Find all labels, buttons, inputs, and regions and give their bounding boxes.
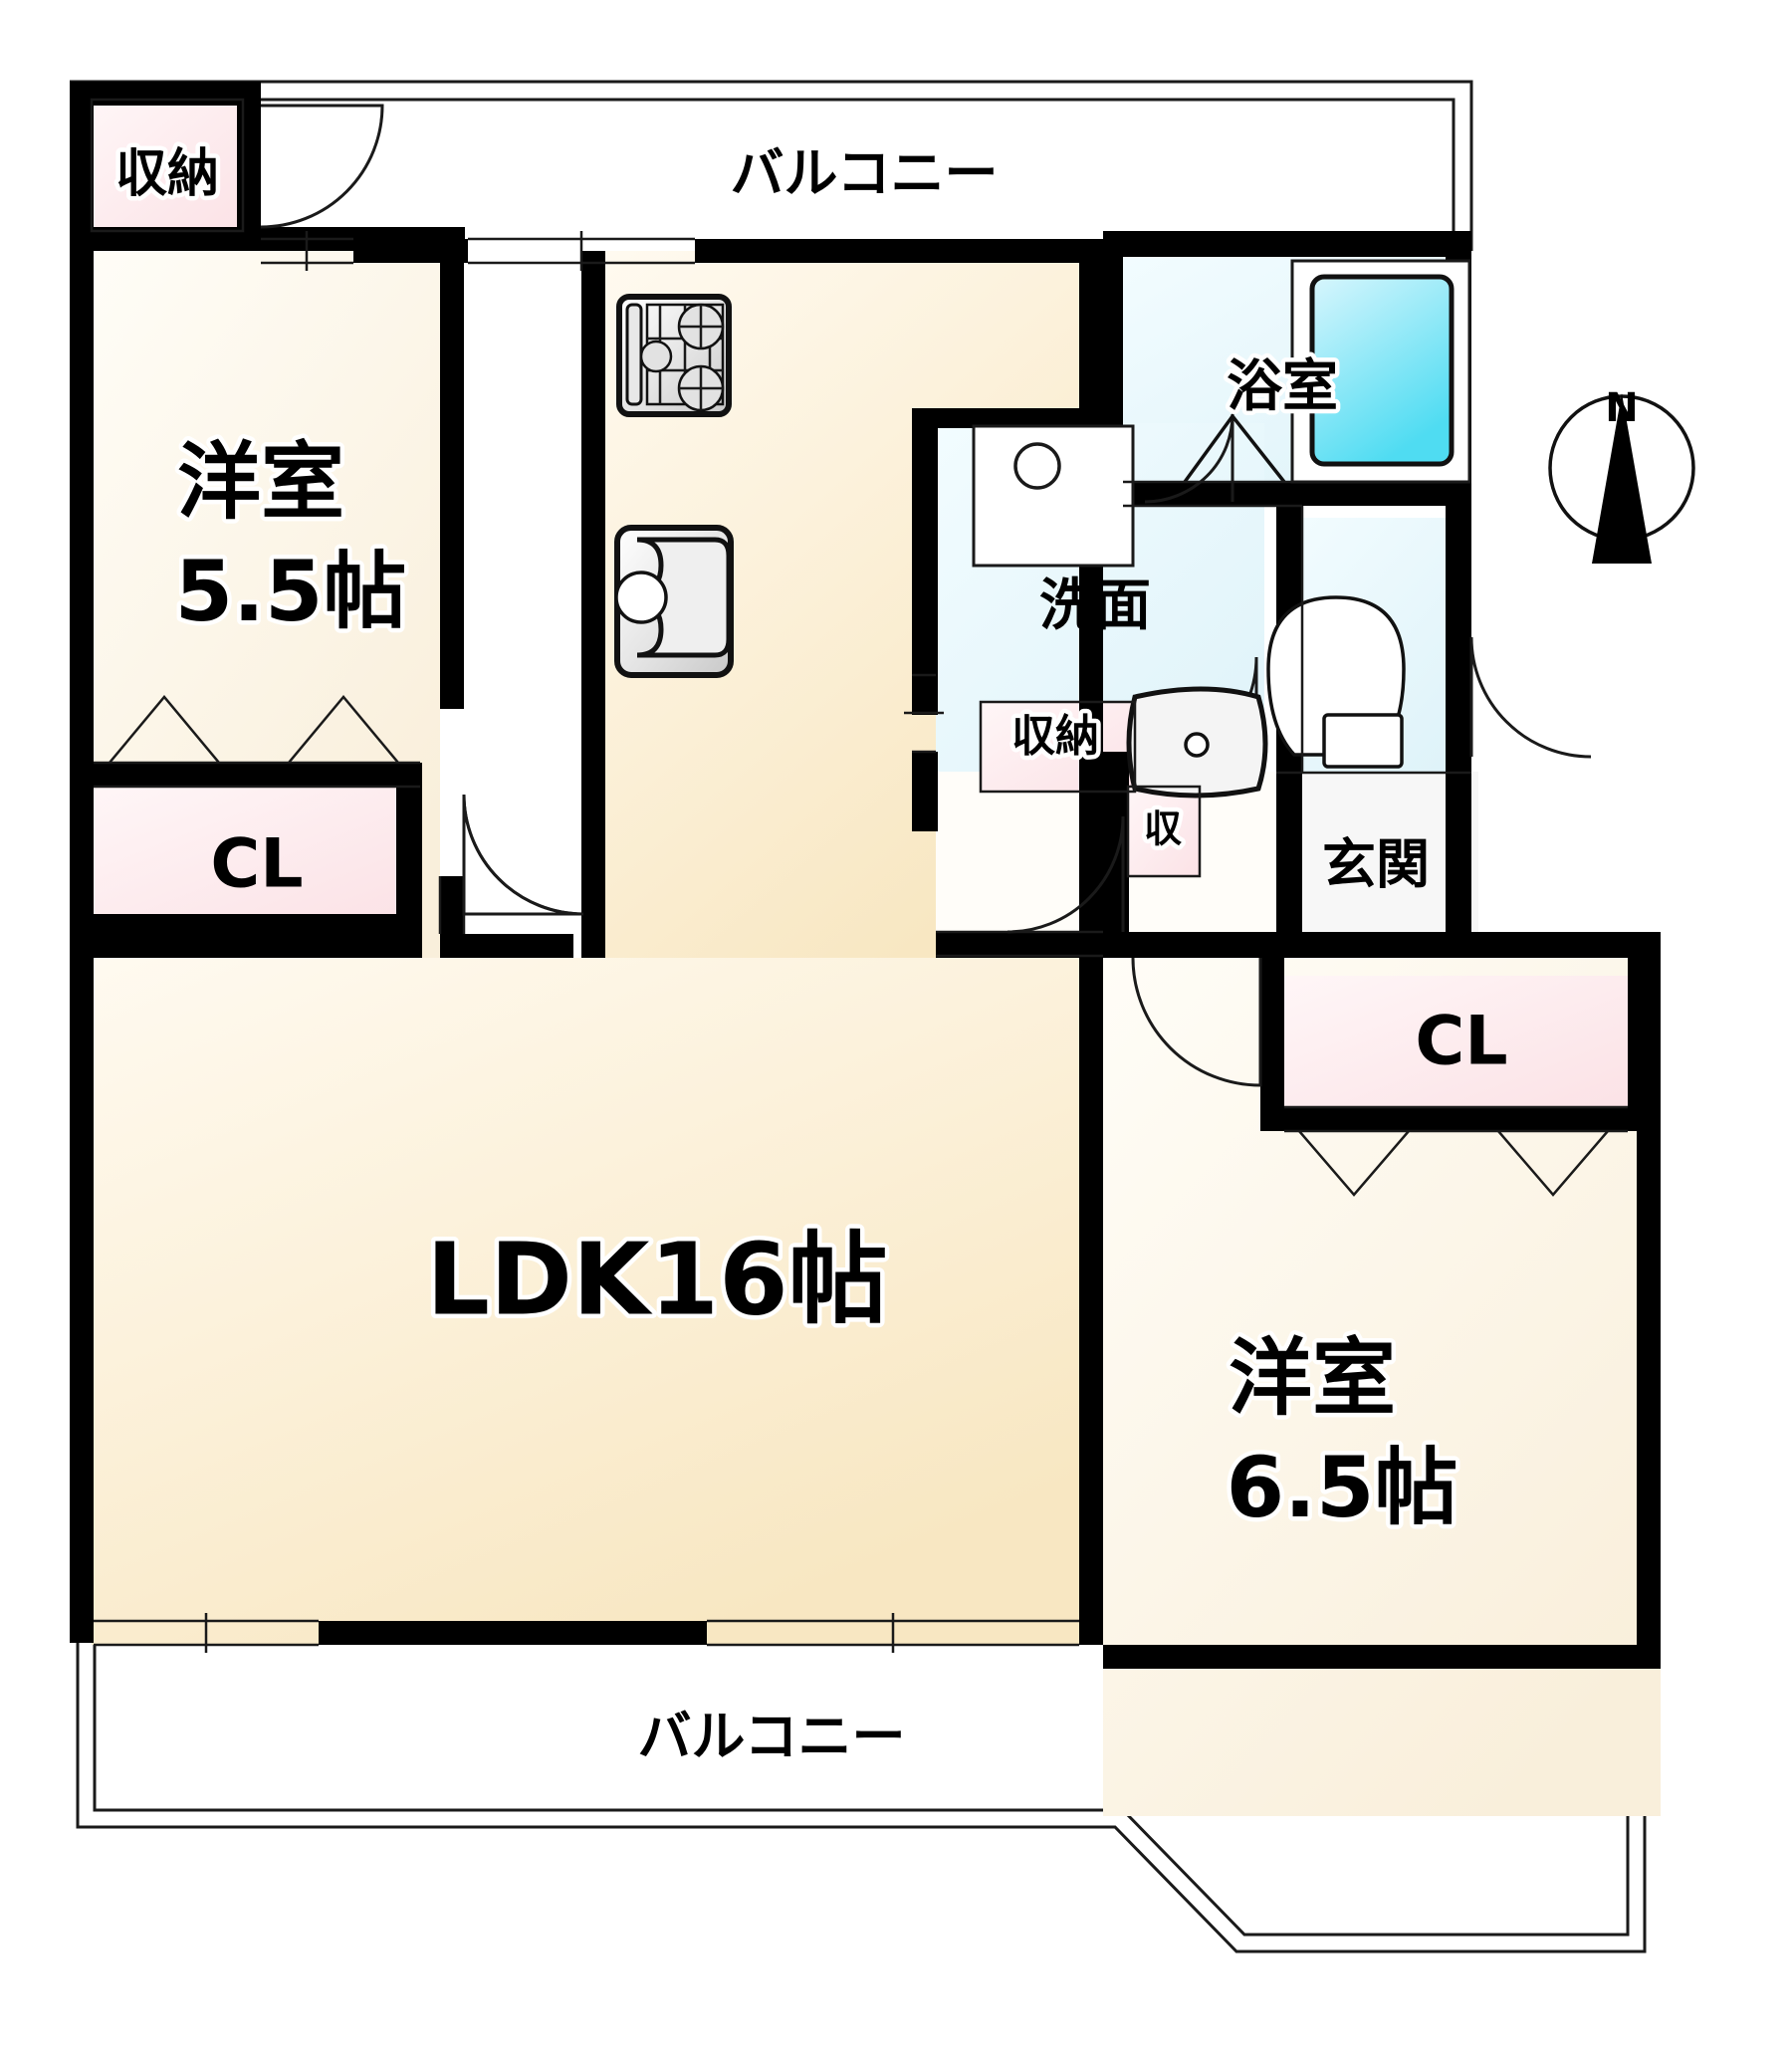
balcony-top-outline	[70, 80, 1473, 251]
washing-machine-icon	[972, 424, 1135, 568]
compass-needle-icon	[1592, 393, 1652, 564]
compass-rose: N	[1548, 385, 1695, 564]
balcony-bottom-label: バルコニー	[638, 1706, 906, 1768]
compass-north-label: N	[1605, 385, 1638, 431]
gas-stove-icon	[616, 294, 732, 417]
western-room-2-area: 6.5帖	[1227, 1439, 1458, 1536]
window-openings	[94, 231, 1079, 1653]
balcony-top-label: バルコニー	[731, 142, 999, 205]
storage-small-label: 収	[1144, 807, 1182, 851]
storage-top-label: 収納	[115, 144, 219, 204]
fixture-boxes	[90, 98, 1202, 878]
bathroom-label: 浴室	[1227, 354, 1338, 419]
bathtub-icon	[1309, 274, 1455, 467]
kitchen-sink-icon	[614, 525, 734, 678]
closet-right-fill	[1284, 976, 1628, 1107]
closet-left-fill	[92, 787, 420, 914]
bath-door-fold-icon	[1183, 413, 1286, 484]
storage-wash-label: 収納	[1011, 711, 1099, 762]
toilet-icon	[1266, 595, 1406, 769]
ldk-floor	[92, 958, 1087, 1645]
storage-top-fill	[92, 100, 243, 231]
closet-right-label: CL	[1415, 1003, 1507, 1081]
ldk-label: LDK16帖	[426, 1221, 887, 1337]
western-room-2-name: 洋室	[1229, 1329, 1396, 1427]
storage-small-fill	[1128, 787, 1200, 876]
closet-left-label: CL	[210, 825, 303, 904]
washroom-label: 洗面	[1039, 573, 1151, 638]
vanity-sink-icon	[1126, 686, 1268, 799]
western-room-1-name: 洋室	[177, 433, 344, 531]
walls	[70, 82, 1661, 1669]
closet-door-markers	[109, 695, 1609, 1197]
sliding-door-lines	[94, 480, 1628, 1133]
western-room-1-area: 5.5帖	[175, 543, 407, 640]
balcony-bottom-outline	[76, 1643, 1647, 1953]
entrance-label: 玄関	[1322, 833, 1430, 896]
bathroom-fixtures	[1183, 259, 1471, 484]
